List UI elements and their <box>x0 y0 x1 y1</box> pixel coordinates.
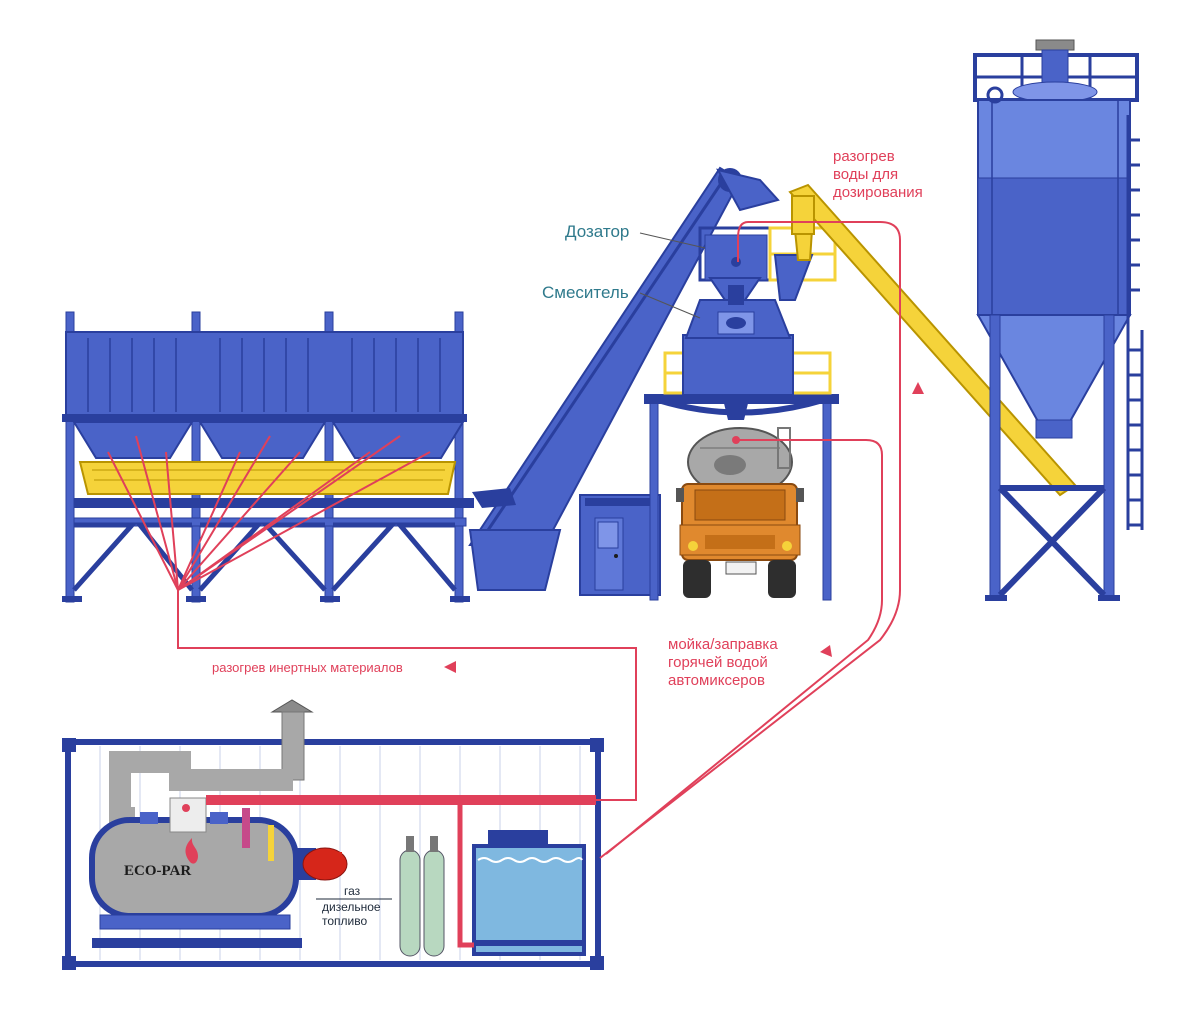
arrow-left-icon <box>444 661 456 673</box>
control-cabin <box>579 494 661 596</box>
inclined-conveyor <box>468 166 780 591</box>
aggregate-bins <box>62 311 474 603</box>
hot-water-lines <box>107 221 901 859</box>
mixer-tower <box>644 226 839 601</box>
brand-label: ECO-PAR <box>124 863 192 879</box>
diesel-label: дизельное топливо <box>322 900 381 929</box>
dosator-label: Дозатор <box>565 222 630 241</box>
cement-screw <box>788 183 1077 497</box>
arrow-up-icon <box>912 382 924 394</box>
inert-heating-label: разогрев инертных материалов <box>212 660 403 675</box>
flame-icon <box>185 838 198 864</box>
boiler-container <box>62 699 604 970</box>
truck-wash-label: мойка/заправка горячей водой автомиксеро… <box>668 636 778 689</box>
arrow-up-icon <box>820 645 832 657</box>
gas-label: газ <box>344 884 361 898</box>
water-heating-label: разогрев воды для дозирования <box>833 148 923 201</box>
mixer-truck <box>676 427 804 598</box>
boiler-logo <box>185 838 198 864</box>
cement-silo <box>973 39 1144 601</box>
mixer-label: Смеситель <box>542 283 629 302</box>
